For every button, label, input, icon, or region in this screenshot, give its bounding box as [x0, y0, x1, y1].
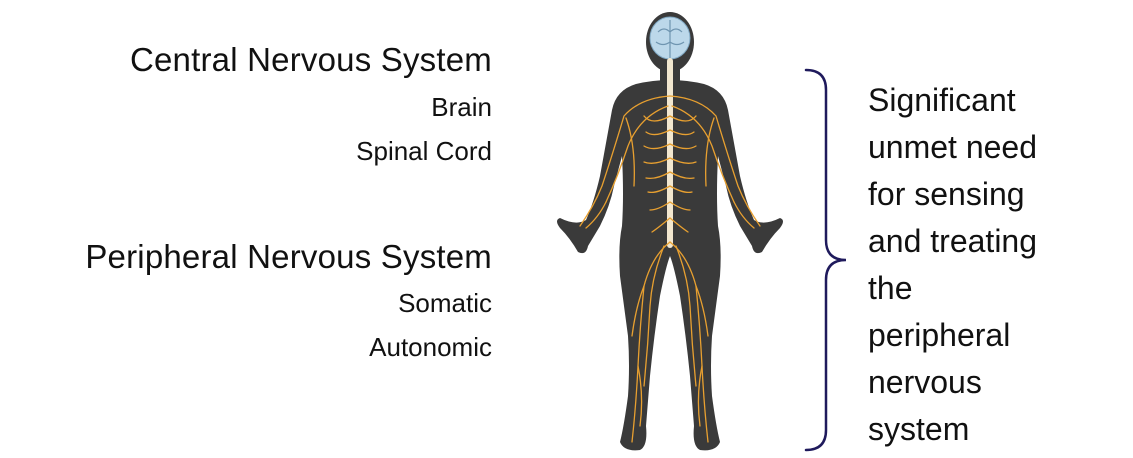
nervous-system-labels: Central Nervous System Brain Spinal Cord… — [0, 0, 492, 458]
callout-line: nervous — [868, 364, 982, 400]
right-curly-bracket — [804, 68, 847, 452]
peripheral-nerves — [579, 95, 761, 443]
body-silhouette — [557, 80, 783, 451]
peripheral-nervous-system-heading: Peripheral Nervous System — [85, 238, 492, 275]
brain-label: Brain — [431, 92, 492, 122]
central-nervous-system-heading: Central Nervous System — [129, 41, 492, 78]
callout-line: and treating — [868, 223, 1038, 259]
autonomic-label: Autonomic — [369, 332, 492, 362]
callout-line: system — [868, 411, 970, 447]
human-body-illustration — [557, 12, 783, 451]
unmet-need-callout: Significant unmet need for sensing and t… — [868, 77, 1108, 453]
callout-line: Significant — [868, 82, 1016, 118]
callout-line: for sensing — [868, 176, 1025, 212]
spinal-cord-shape — [667, 58, 673, 248]
callout-line: unmet need — [868, 129, 1038, 165]
spinal-cord-label: Spinal Cord — [356, 136, 492, 166]
somatic-label: Somatic — [398, 288, 492, 318]
callout-line: peripheral — [868, 317, 1011, 353]
callout-line: the — [868, 270, 913, 306]
